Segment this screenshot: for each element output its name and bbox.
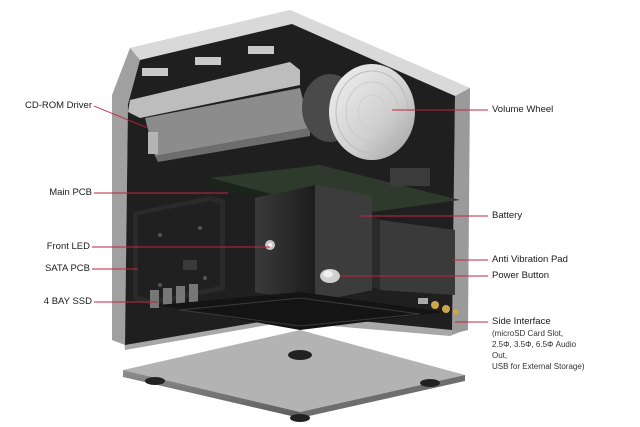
label-cdrom-driver: CD-ROM Driver — [24, 100, 92, 111]
label-sata-pcb: SATA PCB — [44, 263, 90, 274]
base-plate — [123, 330, 465, 422]
sata-pcb — [133, 196, 225, 305]
label-volume-wheel: Volume Wheel — [492, 104, 554, 115]
central-chassis-box — [255, 185, 372, 302]
side-interface-ports — [418, 298, 459, 315]
label-power-button: Power Button — [492, 270, 550, 281]
label-battery: Battery — [492, 210, 523, 221]
label-front-led: Front LED — [46, 241, 90, 252]
label-side-interface: Side Interface — [492, 316, 551, 327]
cdrom-drive-plate — [145, 88, 310, 162]
ssd-bays — [150, 284, 445, 330]
label-main-pcb: Main PCB — [49, 187, 92, 198]
label-side-interface-detail-1: (microSD Card Slot, — [492, 329, 564, 338]
top-bracket — [128, 46, 300, 118]
label-side-interface-detail-3: Out, — [492, 351, 508, 360]
label-side-interface-detail-2: 2.5Φ, 3.5Φ, 6.5Φ Audio — [492, 340, 577, 349]
label-anti-vibration-pad: Anti Vibration Pad — [492, 254, 568, 265]
label-4-bay-ssd: 4 BAY SSD — [43, 296, 92, 307]
leader-cdrom — [93, 105, 149, 129]
volume-wheel — [302, 64, 415, 160]
leader-lines — [92, 105, 488, 323]
label-side-interface-detail-4: USB for External Storage) — [492, 362, 585, 371]
